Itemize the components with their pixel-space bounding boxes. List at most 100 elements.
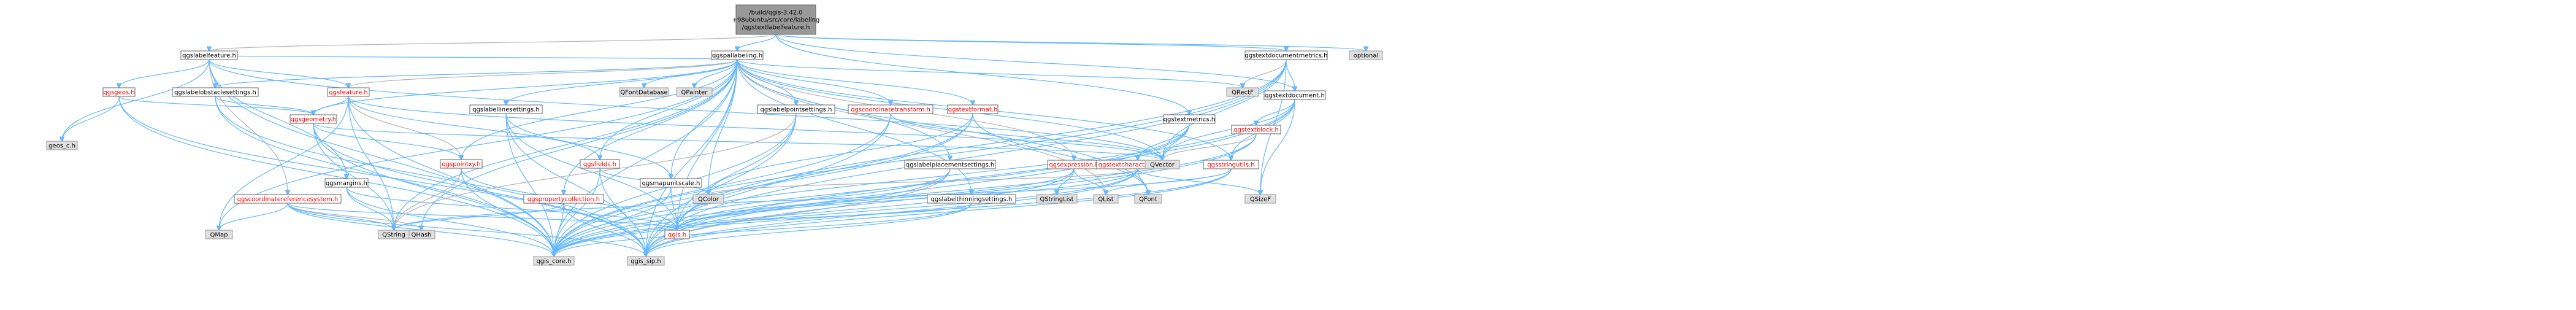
node-qgscoordinatetransform[interactable]: qgscoordinatetransform.h: [848, 104, 933, 114]
node-box-qgsfields: [580, 159, 620, 169]
node-qgslabelthinningsettings[interactable]: qgslabelthinningsettings.h: [927, 194, 1016, 204]
node-box-optional: [1349, 50, 1383, 60]
node-qgsgeos[interactable]: qgsgeos.h: [102, 87, 136, 97]
node-label-qgslabelfeature: qgslabelfeature.h: [182, 53, 236, 60]
edge-qgslabelfeature-to-qgsgeos: [119, 59, 210, 88]
node-qgsmapunitscale[interactable]: qgsmapunitscale.h: [640, 178, 702, 188]
node-box-QMap: [205, 230, 233, 239]
node-QSizeF: QSizeF: [1244, 194, 1276, 204]
edge-root-to-optional: [775, 34, 1366, 51]
node-label-qgsfields: qgsfields.h: [583, 161, 616, 168]
edge-qgslabelfeature-to-QVector: [209, 59, 1162, 160]
node-box-qgstextmetrics: [1163, 114, 1216, 124]
edge-root-to-qgspallabeling: [737, 34, 776, 51]
node-qgslabellinesettings[interactable]: qgslabellinesettings.h: [469, 104, 543, 114]
node-QRectF: QRectF: [1226, 87, 1259, 97]
edge-qgsstringutils-to-qgis_core: [554, 168, 1232, 257]
edge-qgstextdocumentmetrics-to-qgstextdocument: [1286, 59, 1295, 91]
node-qgsstringutils[interactable]: qgsstringutils.h: [1203, 160, 1259, 169]
node-qgslabelobstaclesettings[interactable]: qgslabelobstaclesettings.h: [172, 87, 259, 97]
edge-qgscoordinatereferencesystem-to-qgis_sip: [287, 203, 646, 257]
edge-qgstextmetrics-to-qgstextcharacterformat: [1138, 123, 1190, 160]
node-box-root: [735, 4, 816, 35]
edge-qgspallabeling-to-QFont: [737, 59, 1148, 195]
node-label-qgslabelobstaclesettings: qgslabelobstaclesettings.h: [174, 90, 256, 96]
node-box-QVector: [1144, 160, 1180, 169]
edge-qgsgeometry-to-QString: [313, 123, 394, 230]
edge-qgslabellinesettings-to-qgis_core: [505, 113, 554, 257]
node-box-qgis: [664, 230, 690, 239]
edge-qgstextdocument-to-qgstextblock: [1256, 99, 1295, 125]
node-box-QRectF: [1226, 87, 1259, 97]
edge-qgscoordinatetransform-to-qgis_core: [554, 113, 891, 257]
edge-root-to-qgstextdocument: [775, 34, 1295, 91]
node-box-QFont: [1134, 194, 1162, 204]
node-QMap: QMap: [205, 230, 233, 239]
node-qgspropertycollection[interactable]: qgspropertycollection.h: [523, 194, 604, 204]
edge-qgsgeos-to-qgis_core: [118, 96, 554, 257]
edge-root-to-qgslabelfeature: [209, 34, 776, 51]
edge-qgslabelfeature-to-qgsmargins: [209, 59, 347, 179]
node-qgstextformat[interactable]: qgstextformat.h: [947, 104, 999, 114]
edge-qgslabelfeature-to-qgis_core: [209, 59, 554, 257]
node-qgslabelfeature[interactable]: qgslabelfeature.h: [180, 50, 238, 60]
node-box-qgsfeature: [327, 87, 370, 97]
node-label-qgspointxy: qgspointxy.h: [442, 161, 480, 168]
node-box-qgsstringutils: [1203, 160, 1259, 169]
edge-qgspallabeling-to-qgspropertycollection: [564, 59, 738, 195]
node-qgsfeature[interactable]: qgsfeature.h: [327, 87, 370, 97]
node-qgsfields[interactable]: qgsfields.h: [580, 159, 620, 169]
edge-qgstextcharacterformat-to-QSizeF: [1137, 168, 1260, 195]
node-qgis[interactable]: qgis.h: [664, 230, 690, 239]
node-label-QFont: QFont: [1139, 196, 1157, 203]
node-box-qgspropertycollection: [523, 194, 604, 204]
edge-qgslabellinesettings-to-qgis: [505, 113, 677, 230]
edge-qgsstringutils-to-qgis_sip: [646, 168, 1232, 257]
node-qgsgeometry[interactable]: qgsgeometry.h: [289, 114, 337, 124]
node-label-QColor: QColor: [698, 196, 719, 203]
node-qgstextdocumentmetrics[interactable]: qgstextdocumentmetrics.h: [1244, 50, 1328, 60]
edge-qgslabelfeature-to-qgscoordinatereferencesystem: [209, 59, 288, 195]
node-label-qgis: qgis.h: [668, 232, 686, 239]
node-label-qgstextmetrics: qgstextmetrics.h: [1163, 117, 1216, 123]
node-label-qgsmapunitscale: qgsmapunitscale.h: [642, 180, 700, 187]
node-box-qgstextblock: [1231, 125, 1281, 134]
edge-qgsfeature-to-QVector: [348, 96, 1162, 160]
node-label-qgstextblock: qgstextblock.h: [1233, 127, 1279, 134]
node-qgstextdocument[interactable]: qgstextdocument.h: [1263, 90, 1326, 100]
edge-qgspallabeling-to-qgis_sip: [646, 59, 738, 257]
node-qgslabelpointsettings[interactable]: qgslabelpointsettings.h: [757, 104, 835, 114]
node-box-qgstextformat: [947, 104, 999, 114]
node-qgsexpression[interactable]: qgsexpression.h: [1047, 160, 1101, 169]
node-box-QSizeF: [1244, 194, 1276, 204]
node-qgsmargins[interactable]: qgsmargins.h: [324, 178, 369, 188]
node-label-qgsgeos: qgsgeos.h: [103, 90, 134, 96]
node-qgscoordinatereferencesystem[interactable]: qgscoordinatereferencesystem.h: [234, 194, 342, 204]
edge-qgsgeometry-to-qgspointxy: [313, 123, 461, 160]
node-label-qgis_sip: qgis_sip.h: [631, 258, 661, 265]
node-label-QList: QList: [1098, 196, 1113, 203]
edge-qgspallabeling-to-QList: [737, 59, 1106, 195]
edge-qgstextformat-to-qgis_core: [554, 113, 973, 257]
node-qgspointxy[interactable]: qgspointxy.h: [440, 159, 483, 169]
node-box-qgis_core: [533, 256, 575, 266]
node-qgstextblock[interactable]: qgstextblock.h: [1231, 125, 1281, 134]
node-label-qgstextcharacterformat: qgstextcharacterformat.h: [1098, 162, 1177, 169]
node-QString: QString: [378, 230, 410, 239]
node-box-geos_c: [46, 141, 78, 150]
node-label-qgstextformat: qgstextformat.h: [948, 107, 998, 114]
edge-qgslabelobstaclesettings-to-qgsgeometry: [215, 96, 313, 115]
node-box-qgstextdocument: [1263, 90, 1326, 100]
edge-qgsmapunitscale-to-qgis: [670, 187, 677, 230]
edges-layer: [62, 34, 1366, 257]
node-label-qgsmargins: qgsmargins.h: [326, 180, 367, 187]
edge-qgstextdocumentmetrics-to-qgis_core: [554, 59, 1287, 257]
node-qgslabelplacementsettings[interactable]: qgslabelplacementsettings.h: [904, 160, 996, 169]
node-qgstextmetrics[interactable]: qgstextmetrics.h: [1163, 114, 1216, 124]
node-box-QFontDatabase: [619, 87, 669, 97]
node-box-QColor: [692, 194, 724, 204]
node-qgspallabeling[interactable]: qgspallabeling.h: [711, 50, 764, 60]
node-root[interactable]: /build/qgis-3.42.0+98ubuntu/src/core/lab…: [732, 4, 820, 35]
edge-qgstextdocumentmetrics-to-qgis_sip: [646, 59, 1287, 257]
edge-qgstextcharacterformat-to-qgis_core: [554, 168, 1138, 257]
